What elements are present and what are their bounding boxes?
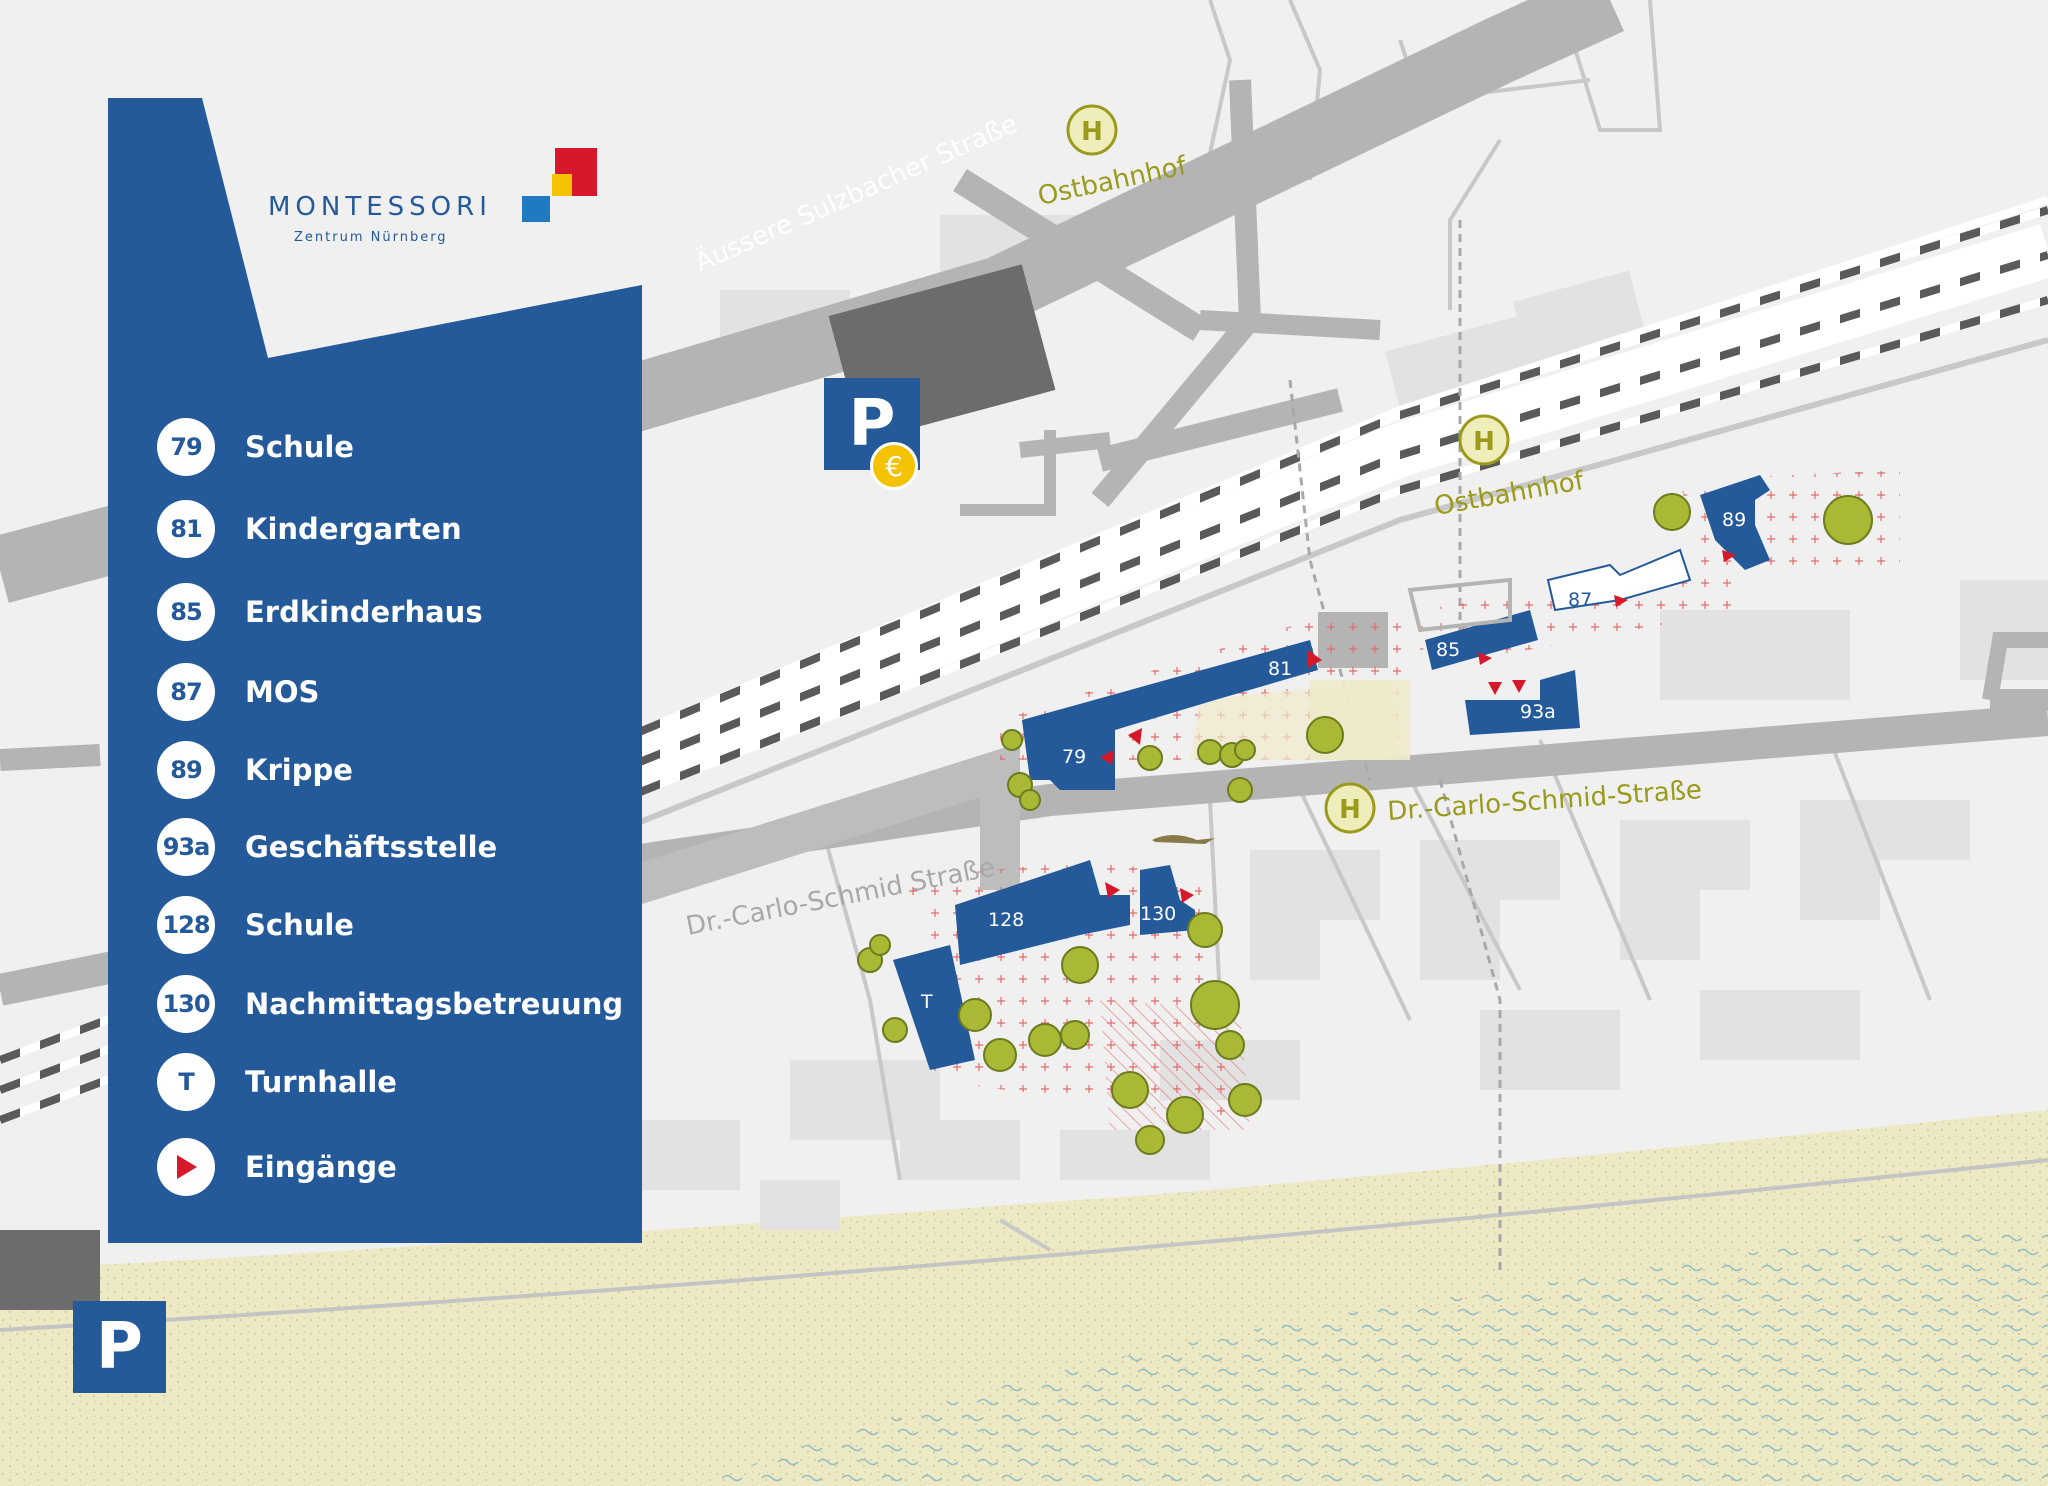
legend-item-128: 128 Schule	[157, 893, 354, 957]
logo-subtitle: Zentrum Nürnberg	[294, 230, 448, 245]
building-93a	[1465, 670, 1580, 735]
legend-label: Kindergarten	[245, 512, 462, 546]
legend-badge: 87	[157, 663, 215, 721]
building-128	[955, 860, 1130, 965]
legend-item-85: 85 Erdkinderhaus	[157, 580, 483, 644]
logo-squares	[522, 148, 597, 222]
building-79-81	[1022, 640, 1318, 790]
legend-label: Schule	[245, 908, 354, 942]
legend-item-79: 79 Schule	[157, 415, 354, 479]
parking-sign: P	[73, 1301, 166, 1393]
logo-title: MONTESSORI	[268, 192, 492, 222]
legend-badge: 81	[157, 500, 215, 558]
entrance-triangle-icon	[157, 1138, 215, 1196]
building-93a-label: 93a	[1520, 701, 1556, 723]
legend-item-89: 89 Krippe	[157, 738, 353, 802]
legend-label: Eingänge	[245, 1150, 397, 1184]
legend-item-130: 130 Nachmittagsbetreuung	[157, 972, 623, 1036]
railway	[0, 196, 2048, 1124]
legend-item-t: T Turnhalle	[157, 1050, 397, 1114]
building-85	[1425, 610, 1538, 670]
legend-item-87: 87 MOS	[157, 660, 319, 724]
legend-badge: 89	[157, 741, 215, 799]
entrance-markers	[1100, 550, 1736, 903]
legend-badge: 93a	[157, 818, 215, 876]
legend-badge: T	[157, 1053, 215, 1111]
legend-item-entrances: Eingänge	[157, 1135, 397, 1199]
footpaths	[1288, 220, 1502, 1270]
building-87-outline	[1546, 548, 1692, 612]
building-89	[1700, 475, 1770, 570]
building-87-label: 87	[1568, 589, 1592, 611]
building-81-label: 81	[1268, 658, 1292, 680]
legend-badge: 79	[157, 418, 215, 476]
logo: MONTESSORI Zentrum Nürnberg	[268, 144, 608, 245]
legend-label: Nachmittagsbetreuung	[245, 987, 624, 1021]
legend-label: Turnhalle	[245, 1065, 397, 1099]
legend-label: Erdkinderhaus	[245, 595, 483, 629]
legend-label: MOS	[245, 675, 320, 709]
building-89-label: 89	[1722, 509, 1746, 531]
euro-icon: €	[870, 442, 918, 490]
school-buildings	[893, 475, 1770, 1070]
building-85-label: 85	[1436, 639, 1460, 661]
svg-text:H: H	[1339, 795, 1361, 825]
legend-badge: 85	[157, 583, 215, 641]
river-water	[700, 1225, 2048, 1486]
building-t-label: T	[920, 991, 933, 1013]
lizard-icon	[1152, 835, 1215, 844]
legend-item-93a: 93a Geschäftsstelle	[157, 815, 497, 879]
legend-label: Krippe	[245, 753, 353, 787]
legend-label: Schule	[245, 430, 354, 464]
building-130	[1140, 865, 1195, 935]
building-t	[893, 945, 975, 1070]
building-79-label: 79	[1062, 746, 1086, 768]
legend-badge: 130	[157, 975, 215, 1033]
legend-badge: 128	[157, 896, 215, 954]
svg-text:H: H	[1473, 427, 1495, 457]
svg-text:H: H	[1081, 117, 1103, 147]
building-130-label: 130	[1140, 903, 1176, 925]
legend-item-81: 81 Kindergarten	[157, 497, 462, 561]
legend-label: Geschäftsstelle	[245, 830, 498, 864]
building-128-label: 128	[988, 909, 1024, 931]
trees	[857, 493, 1873, 1155]
parking-p-icon: P	[96, 1310, 143, 1384]
legend-panel	[108, 98, 642, 1243]
